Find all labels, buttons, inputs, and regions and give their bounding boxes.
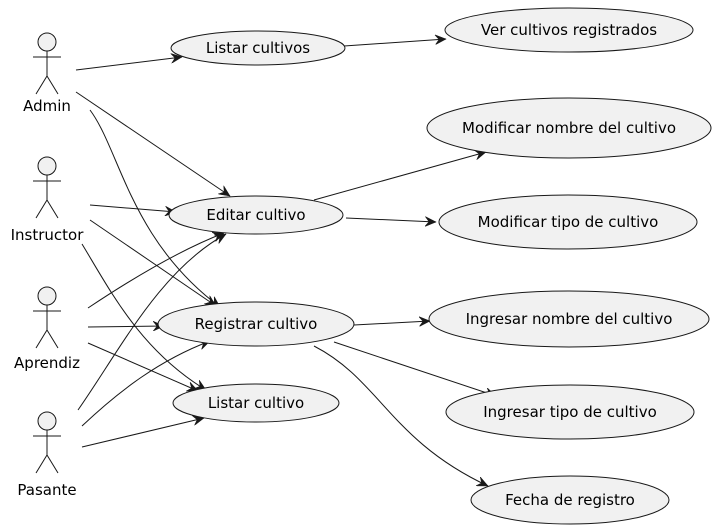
actor-aprendiz[interactable]: Aprendiz bbox=[14, 286, 80, 372]
usecase-ver-cultivos-registrados[interactable]: Ver cultivos registrados bbox=[444, 7, 694, 53]
relation-registrar-ingresar-nombre bbox=[353, 321, 430, 325]
usecase-modificar-tipo-label: Modificar tipo de cultivo bbox=[478, 213, 659, 231]
usecase-registrar-cultivo[interactable]: Registrar cultivo bbox=[157, 301, 355, 347]
relation-pasante-editar-cultivo bbox=[77, 233, 226, 411]
relation-aprendiz-registrar-cultivo bbox=[87, 326, 164, 327]
actor-instructor-label: Instructor bbox=[11, 226, 85, 244]
relations bbox=[75, 39, 496, 487]
actor-admin-body bbox=[33, 51, 61, 95]
relation-editar-modificar-tipo bbox=[345, 218, 436, 222]
actor-admin-label: Admin bbox=[23, 97, 71, 115]
actor-admin-head bbox=[37, 32, 57, 52]
relation-admin-listar-cultivos bbox=[75, 57, 182, 71]
usecase-modificar-nombre-label: Modificar nombre del cultivo bbox=[462, 119, 676, 137]
relation-aprendiz-editar-cultivo bbox=[87, 233, 224, 309]
relation-editar-modificar-nombre bbox=[313, 152, 486, 201]
usecase-fecha-de-registro-label: Fecha de registro bbox=[505, 491, 635, 509]
usecase-fecha-de-registro[interactable]: Fecha de registro bbox=[470, 475, 670, 525]
relation-pasante-registrar-cultivo bbox=[81, 341, 210, 427]
usecase-listar-cultivo-label: Listar cultivo bbox=[208, 394, 304, 412]
usecase-registrar-cultivo-label: Registrar cultivo bbox=[195, 315, 318, 333]
relation-admin-editar-cultivo bbox=[75, 91, 230, 197]
usecase-listar-cultivos-label: Listar cultivos bbox=[206, 39, 310, 57]
usecase-listar-cultivos[interactable]: Listar cultivos bbox=[170, 30, 346, 66]
usecase-modificar-nombre[interactable]: Modificar nombre del cultivo bbox=[426, 97, 712, 159]
usecase-ingresar-nombre[interactable]: Ingresar nombre del cultivo bbox=[428, 290, 710, 348]
actor-aprendiz-head bbox=[37, 286, 57, 306]
usecase-modificar-tipo[interactable]: Modificar tipo de cultivo bbox=[438, 194, 698, 250]
relation-instructor-listar-cultivo bbox=[81, 243, 206, 391]
actor-pasante-label: Pasante bbox=[17, 481, 76, 499]
usecase-listar-cultivo[interactable]: Listar cultivo bbox=[172, 383, 340, 423]
relation-registrar-fecha bbox=[313, 345, 488, 487]
actor-pasante-head bbox=[37, 411, 57, 431]
usecase-ver-cultivos-registrados-label: Ver cultivos registrados bbox=[481, 21, 657, 39]
usecase-editar-cultivo[interactable]: Editar cultivo bbox=[168, 195, 344, 235]
relation-aprendiz-listar-cultivo bbox=[87, 342, 198, 392]
relation-pasante-listar-cultivo bbox=[81, 418, 204, 448]
actor-pasante-body bbox=[33, 430, 61, 474]
actor-pasante[interactable]: Pasante bbox=[17, 411, 77, 499]
actor-aprendiz-body bbox=[33, 305, 61, 349]
actor-admin[interactable]: Admin bbox=[23, 32, 71, 115]
actor-instructor-body bbox=[33, 175, 61, 219]
actor-instructor-head bbox=[37, 156, 57, 176]
actor-instructor[interactable]: Instructor bbox=[11, 156, 85, 244]
usecase-ingresar-tipo-label: Ingresar tipo de cultivo bbox=[483, 403, 657, 421]
relation-registrar-ingresar-tipo bbox=[333, 341, 496, 396]
usecase-editar-cultivo-label: Editar cultivo bbox=[206, 206, 305, 224]
actor-aprendiz-label: Aprendiz bbox=[14, 354, 80, 372]
relation-instructor-registrar-cultivo bbox=[89, 219, 216, 307]
relation-admin-registrar-cultivo bbox=[89, 109, 220, 308]
usecase-ingresar-nombre-label: Ingresar nombre del cultivo bbox=[466, 310, 673, 328]
relation-listar-cultivos-ver-cultivos bbox=[343, 39, 446, 47]
usecase-ingresar-tipo[interactable]: Ingresar tipo de cultivo bbox=[445, 384, 695, 440]
relation-instructor-editar-cultivo bbox=[89, 204, 176, 212]
